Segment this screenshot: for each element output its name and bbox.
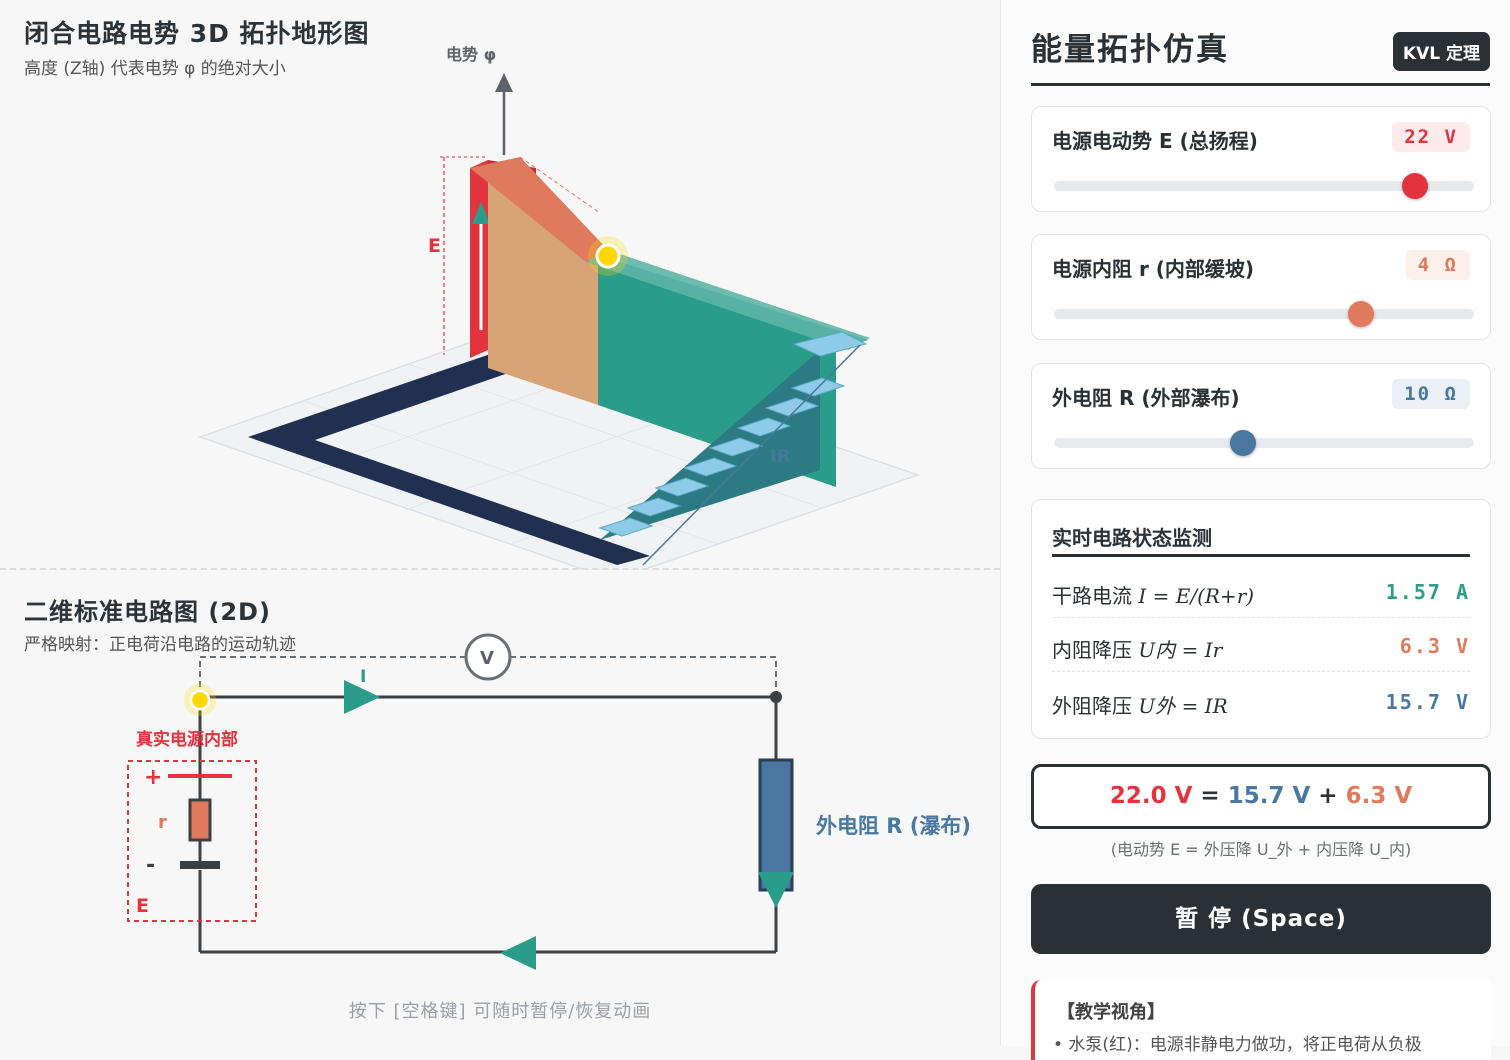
view2d-title: 二维标准电路图 (2D) <box>24 598 271 626</box>
monitor-external-value: 15.7 V <box>1385 690 1470 714</box>
monitor-internal-label: 内阻降压 <box>1052 638 1132 662</box>
circuit-2d-view: V I 外电阻 R (瀑布) 真实电源内部 + r - E <box>127 633 971 970</box>
monitor-row-internal: 内阻降压 U内 = Ir 6.3 V <box>1052 618 1470 672</box>
equation-external: 15.7 V <box>1227 783 1311 809</box>
visualization-area: 闭合电路电势 3D 拓扑地形图 高度 (Z轴) 代表电势 φ 的绝对大小 E <box>0 19 1000 1022</box>
plus-sign: + <box>144 765 162 790</box>
voltmeter <box>464 633 512 681</box>
view3d-title: 闭合电路电势 3D 拓扑地形图 <box>24 19 370 48</box>
internal-resistor <box>188 798 212 842</box>
slider-internal-r-label: 电源内阻 r (内部缓坡) <box>1052 257 1255 281</box>
charge-3d <box>595 243 621 269</box>
axis-arrow <box>495 73 513 92</box>
monitor-internal-formula: U内 = Ir <box>1138 638 1223 662</box>
title-rule <box>1031 83 1490 86</box>
monitor-current-value: 1.57 A <box>1385 580 1470 604</box>
keyboard-hint: 按下 [空格键] 可随时暂停/恢复动画 <box>348 1001 652 1022</box>
monitor-external-formula: U外 = IR <box>1138 694 1228 718</box>
equation-emf: 22.0 V <box>1109 783 1193 809</box>
panel-title: 能量拓扑仿真 <box>1031 32 1229 68</box>
teaching-text: • 水泵(红)：电源非静电力做功，将正电荷从负极 <box>1053 1035 1422 1055</box>
external-resistor-label: 外电阻 R (瀑布) <box>816 814 971 838</box>
section-divider <box>0 568 1000 570</box>
equation-internal: 6.3 V <box>1345 783 1413 809</box>
monitor-title: 实时电路状态监测 <box>1052 526 1212 550</box>
voltmeter-label: V <box>480 648 494 669</box>
kvl-equation: 22.0 V = 15.7 V + 6.3 V <box>1031 764 1491 829</box>
monitor-external-label: 外阻降压 <box>1052 694 1132 718</box>
monitor-current-label: 干路电流 <box>1052 584 1132 608</box>
pump-column <box>470 160 488 358</box>
label-E-3d: E <box>428 235 441 257</box>
slider-external-r-track[interactable] <box>1054 430 1474 456</box>
slider-emf-thumb[interactable] <box>1402 173 1429 199</box>
current-arrow-right <box>758 872 794 908</box>
minus-sign: - <box>146 853 155 878</box>
ground-wire <box>248 349 650 565</box>
charge-2d <box>189 689 211 711</box>
slider-internal-r-value: 4 Ω <box>1405 250 1470 280</box>
monitor-current-formula: I = E/(R+r) <box>1138 584 1255 608</box>
E-label-2d: E <box>136 895 149 917</box>
current-label: I <box>360 667 366 687</box>
slider-internal-r: 电源内阻 r (内部缓坡) 4 Ω <box>1031 234 1491 340</box>
slider-external-r-value: 10 Ω <box>1392 379 1470 409</box>
status-monitor: 实时电路状态监测 干路电流 I = E/(R+r) 1.57 A 内阻降压 U内… <box>1031 499 1491 739</box>
slider-emf-track[interactable] <box>1054 173 1474 199</box>
slider-emf: 电源电动势 E (总扬程) 22 V <box>1031 106 1491 212</box>
slider-emf-value: 22 V <box>1392 122 1470 152</box>
potential-3d-view: E IR 电势 φ <box>197 45 921 570</box>
slider-internal-r-track[interactable] <box>1054 301 1474 327</box>
label-IR-3d: IR <box>770 446 791 467</box>
slider-external-r-label: 外电阻 R (外部瀑布) <box>1052 386 1240 410</box>
internal-slope-wall <box>488 165 598 405</box>
slider-internal-r-thumb[interactable] <box>1347 301 1374 327</box>
source-box <box>127 760 257 922</box>
teaching-note: 【教学视角】 • 水泵(红)：电源非静电力做功，将正电荷从负极 <box>1031 980 1491 1060</box>
control-panel: 能量拓扑仿真 KVL 定理 电源电动势 E (总扬程) 22 V 电源内阻 r … <box>1000 0 1510 1060</box>
monitor-row-current: 干路电流 I = E/(R+r) 1.57 A <box>1052 564 1470 618</box>
internal-slope-top <box>470 157 608 262</box>
current-arrow-top <box>344 680 380 714</box>
axis-label-potential: 电势 φ <box>446 45 496 64</box>
floor-plane <box>197 331 921 570</box>
equation-note: (电动势 E = 外压降 U_外 + 内压降 U_内) <box>1110 840 1412 859</box>
view2d-subtitle: 严格映射：正电荷沿电路的运动轨迹 <box>24 635 296 655</box>
view3d-subtitle: 高度 (Z轴) 代表电势 φ 的绝对大小 <box>24 59 286 79</box>
teaching-title: 【教学视角】 <box>1057 1002 1165 1023</box>
staircase <box>598 331 868 537</box>
monitor-internal-value: 6.3 V <box>1399 634 1470 658</box>
kvl-badge: KVL 定理 <box>1392 32 1490 71</box>
current-arrow-bottom <box>500 936 536 970</box>
pause-button[interactable]: 暂 停 (Space) <box>1031 884 1491 954</box>
monitor-row-external: 外阻降压 U外 = IR 15.7 V <box>1052 674 1470 728</box>
slider-emf-label: 电源电动势 E (总扬程) <box>1052 129 1258 153</box>
external-resistor <box>758 758 794 892</box>
source-label: 真实电源内部 <box>136 729 238 750</box>
r-label: r <box>158 812 167 833</box>
slider-external-r-thumb[interactable] <box>1230 430 1256 456</box>
slider-external-r: 外电阻 R (外部瀑布) 10 Ω <box>1031 363 1491 469</box>
